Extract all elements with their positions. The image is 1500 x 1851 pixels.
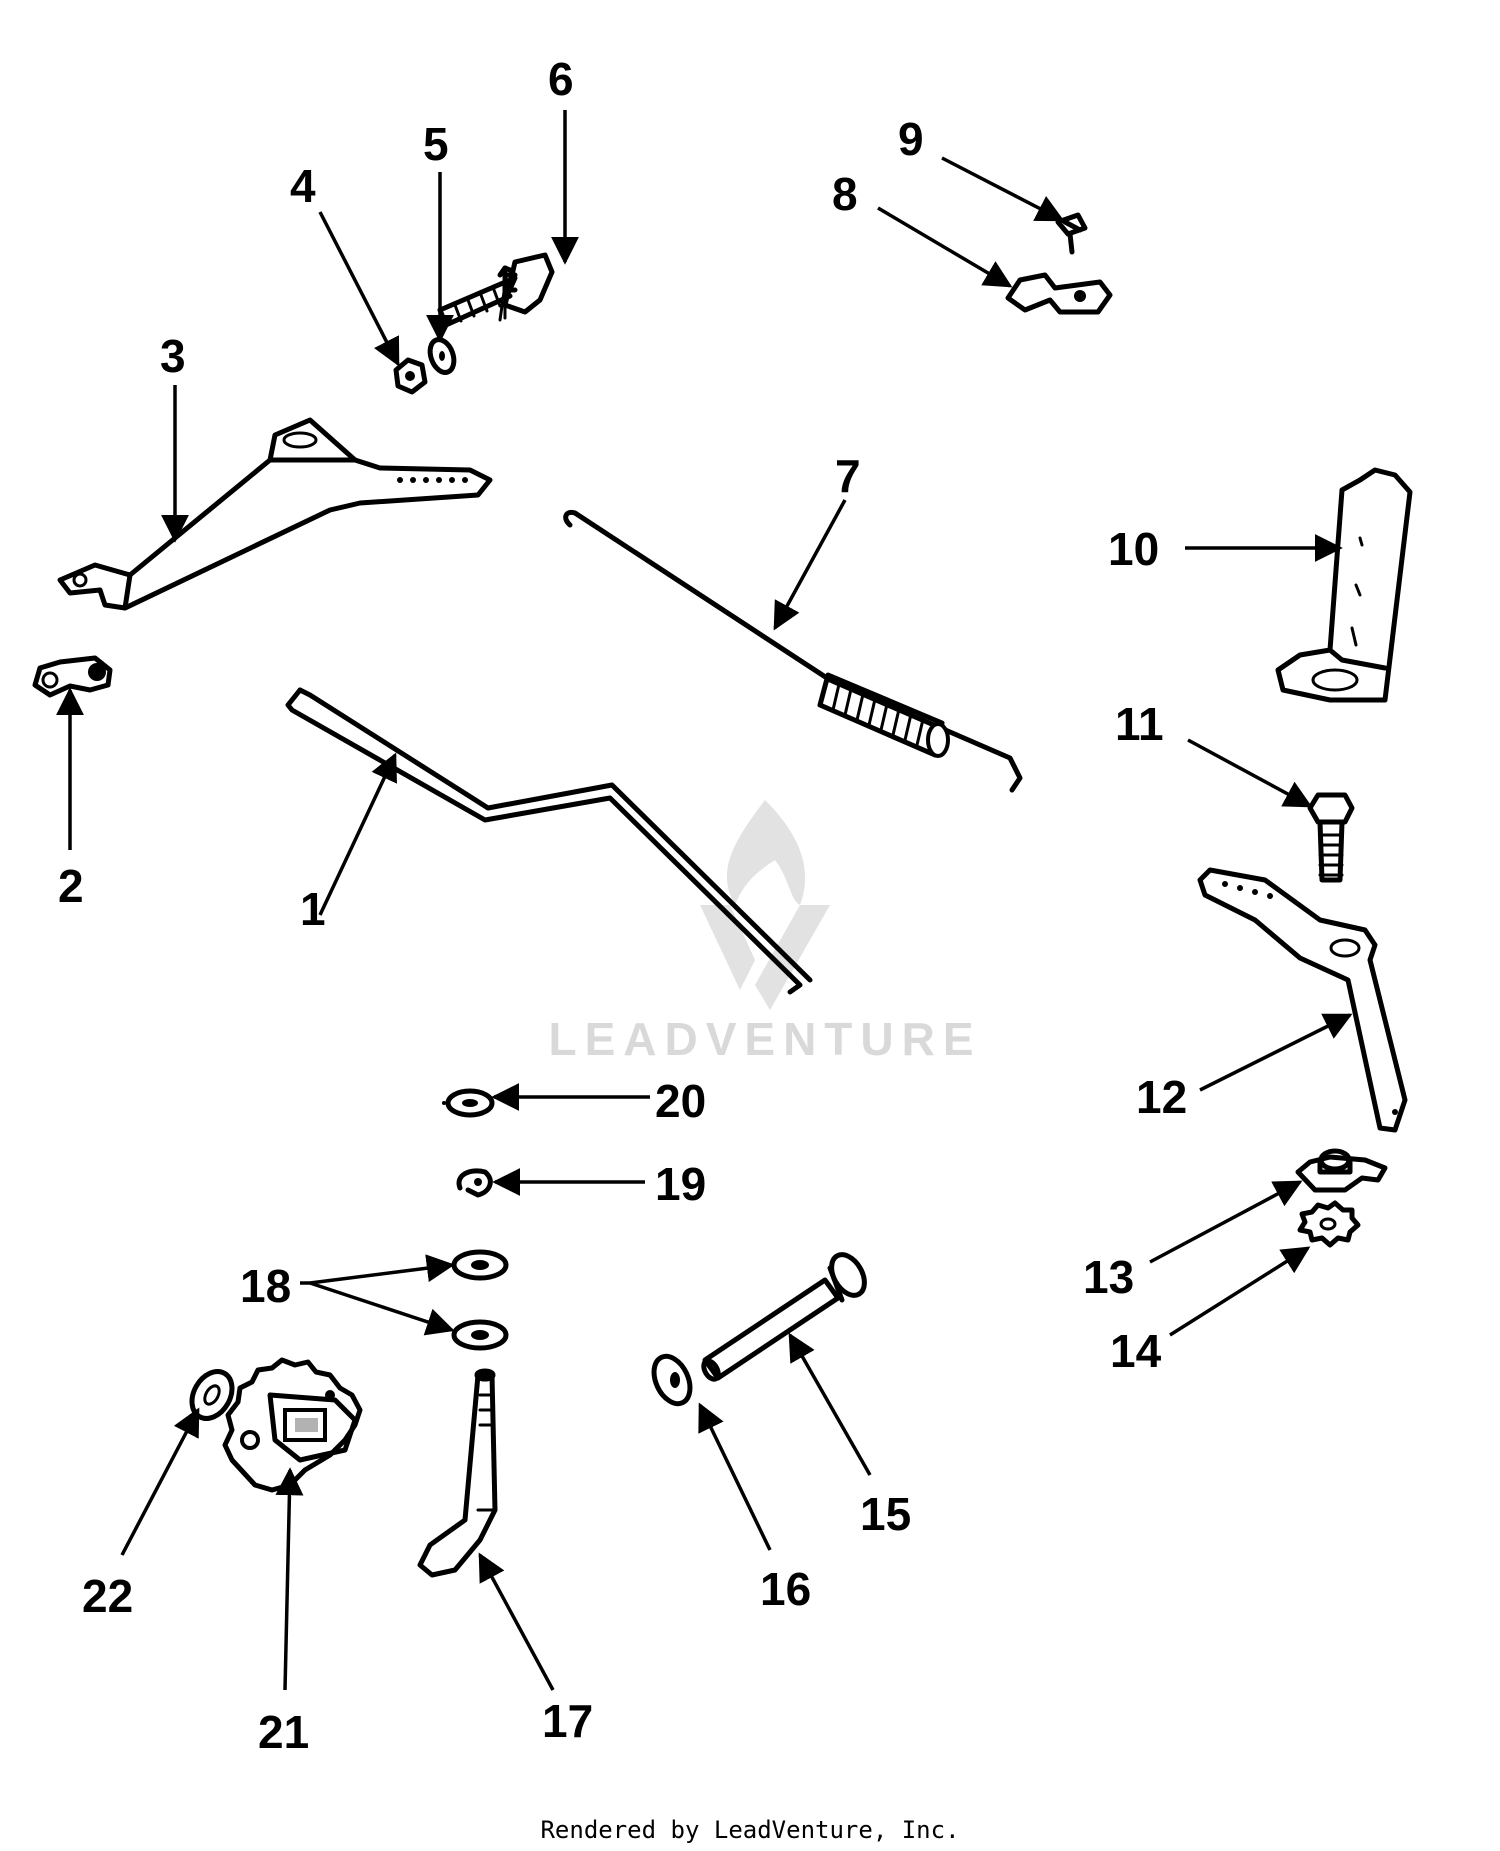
part-4-nut	[393, 357, 428, 395]
callout-6: 6	[548, 53, 574, 105]
part-3-bracket	[57, 417, 493, 611]
part-17-shaft-arm	[417, 1368, 498, 1578]
footer-credit: Rendered by LeadVenture, Inc.	[540, 1816, 959, 1844]
part-18-washers	[451, 1249, 509, 1351]
callout-9: 9	[898, 113, 924, 165]
part-13-cam-washer	[1295, 1148, 1388, 1193]
part-1-rod	[285, 687, 813, 995]
callout-8: 8	[832, 168, 858, 220]
part-22-washer	[189, 1369, 235, 1421]
callout-13: 13	[1083, 1251, 1134, 1303]
callout-7: 7	[835, 450, 861, 502]
part-12-lever	[1197, 867, 1408, 1133]
part-16-washer	[651, 1353, 693, 1407]
callout-10: 10	[1108, 523, 1159, 575]
part-15-pin	[701, 1252, 867, 1382]
part-19-e-clip	[456, 1168, 493, 1198]
callout-4: 4	[290, 160, 316, 212]
callout-19: 19	[655, 1158, 706, 1210]
callout-1: 1	[300, 883, 326, 935]
part-10-l-bracket	[1275, 467, 1413, 703]
part-2-clip	[32, 655, 113, 698]
part-21-gear-assembly	[222, 1357, 363, 1493]
part-8-clamp	[1005, 272, 1113, 315]
watermark-logo	[700, 800, 830, 1010]
callout-22: 22	[82, 1570, 133, 1622]
part-7-spring-rod	[563, 509, 1023, 793]
callout-5: 5	[423, 118, 449, 170]
callout-18: 18	[240, 1260, 291, 1312]
part-5-washer	[427, 337, 457, 375]
callout-14: 14	[1110, 1325, 1162, 1377]
callout-17: 17	[542, 1695, 593, 1747]
callout-2: 2	[58, 860, 84, 912]
part-11-hex-bolt	[1307, 792, 1355, 883]
part-9-screw	[1055, 212, 1088, 255]
part-20-washer	[442, 1088, 495, 1118]
callout-21: 21	[258, 1706, 309, 1758]
part-6-bolt	[437, 252, 555, 328]
watermark-text: LEADVENTURE	[548, 1013, 981, 1065]
leader-lines	[56, 110, 1353, 1691]
callout-12: 12	[1136, 1071, 1187, 1123]
callout-3: 3	[160, 330, 186, 382]
callout-labels: 1 2 3 4 5 6 7 8 9 10 11 12 13 14 15 16 1…	[58, 53, 1187, 1758]
spring	[817, 672, 950, 758]
callout-15: 15	[860, 1488, 911, 1540]
callout-16: 16	[760, 1563, 811, 1615]
part-14-lock-washer	[1297, 1200, 1361, 1248]
callout-20: 20	[655, 1075, 706, 1127]
callout-11: 11	[1115, 698, 1164, 750]
